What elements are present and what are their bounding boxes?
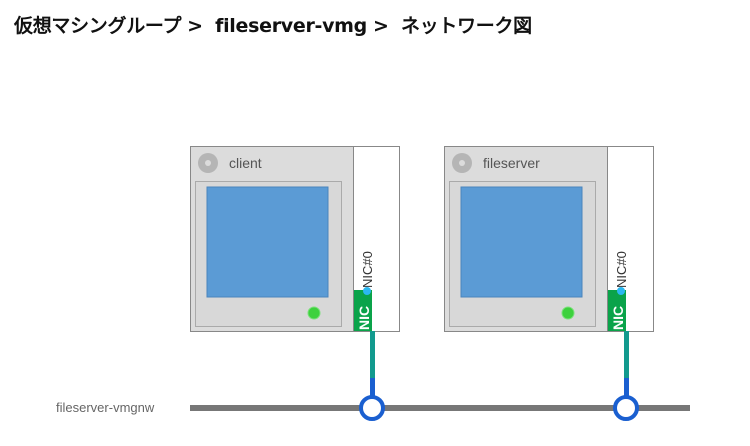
nic-link	[370, 331, 375, 378]
disc-icon	[452, 153, 472, 173]
vm-name: client	[229, 155, 262, 171]
nic-link	[624, 331, 629, 378]
vm-screen[interactable]	[206, 186, 329, 298]
network-port-icon[interactable]	[613, 395, 639, 421]
nic-port[interactable]	[354, 290, 372, 331]
nic-port[interactable]	[608, 290, 626, 331]
nic-connector-dot	[617, 287, 625, 295]
nic-name: NIC#0	[360, 251, 375, 288]
vm-screen[interactable]	[460, 186, 583, 298]
power-status-icon	[307, 306, 321, 320]
vm-fileserver[interactable]: fileserver NIC#0 NIC	[444, 146, 654, 421]
breadcrumb-separator: >	[187, 15, 203, 37]
breadcrumb-separator: >	[372, 15, 389, 37]
port-link	[370, 378, 375, 398]
nic-connector-dot	[363, 287, 371, 295]
nic-label: NIC	[356, 306, 372, 330]
network-bar[interactable]	[190, 405, 690, 411]
breadcrumb: 仮想マシングループ> fileserver-vmg> ネットワーク図	[14, 11, 538, 38]
nic-name: NIC#0	[614, 251, 629, 288]
breadcrumb-vm-group[interactable]: 仮想マシングループ	[14, 15, 182, 37]
network-name: fileserver-vmgnw	[56, 400, 155, 415]
breadcrumb-fileserver-vmg[interactable]: fileserver-vmg	[215, 15, 367, 37]
disc-icon	[198, 153, 218, 173]
network-port-icon[interactable]	[359, 395, 385, 421]
power-status-icon	[561, 306, 575, 320]
nic-label: NIC	[610, 306, 626, 330]
vm-client[interactable]: client NIC#0 NIC	[190, 146, 400, 421]
page-title: ネットワーク図	[400, 15, 532, 37]
port-link	[624, 378, 629, 398]
vm-name: fileserver	[483, 155, 540, 171]
